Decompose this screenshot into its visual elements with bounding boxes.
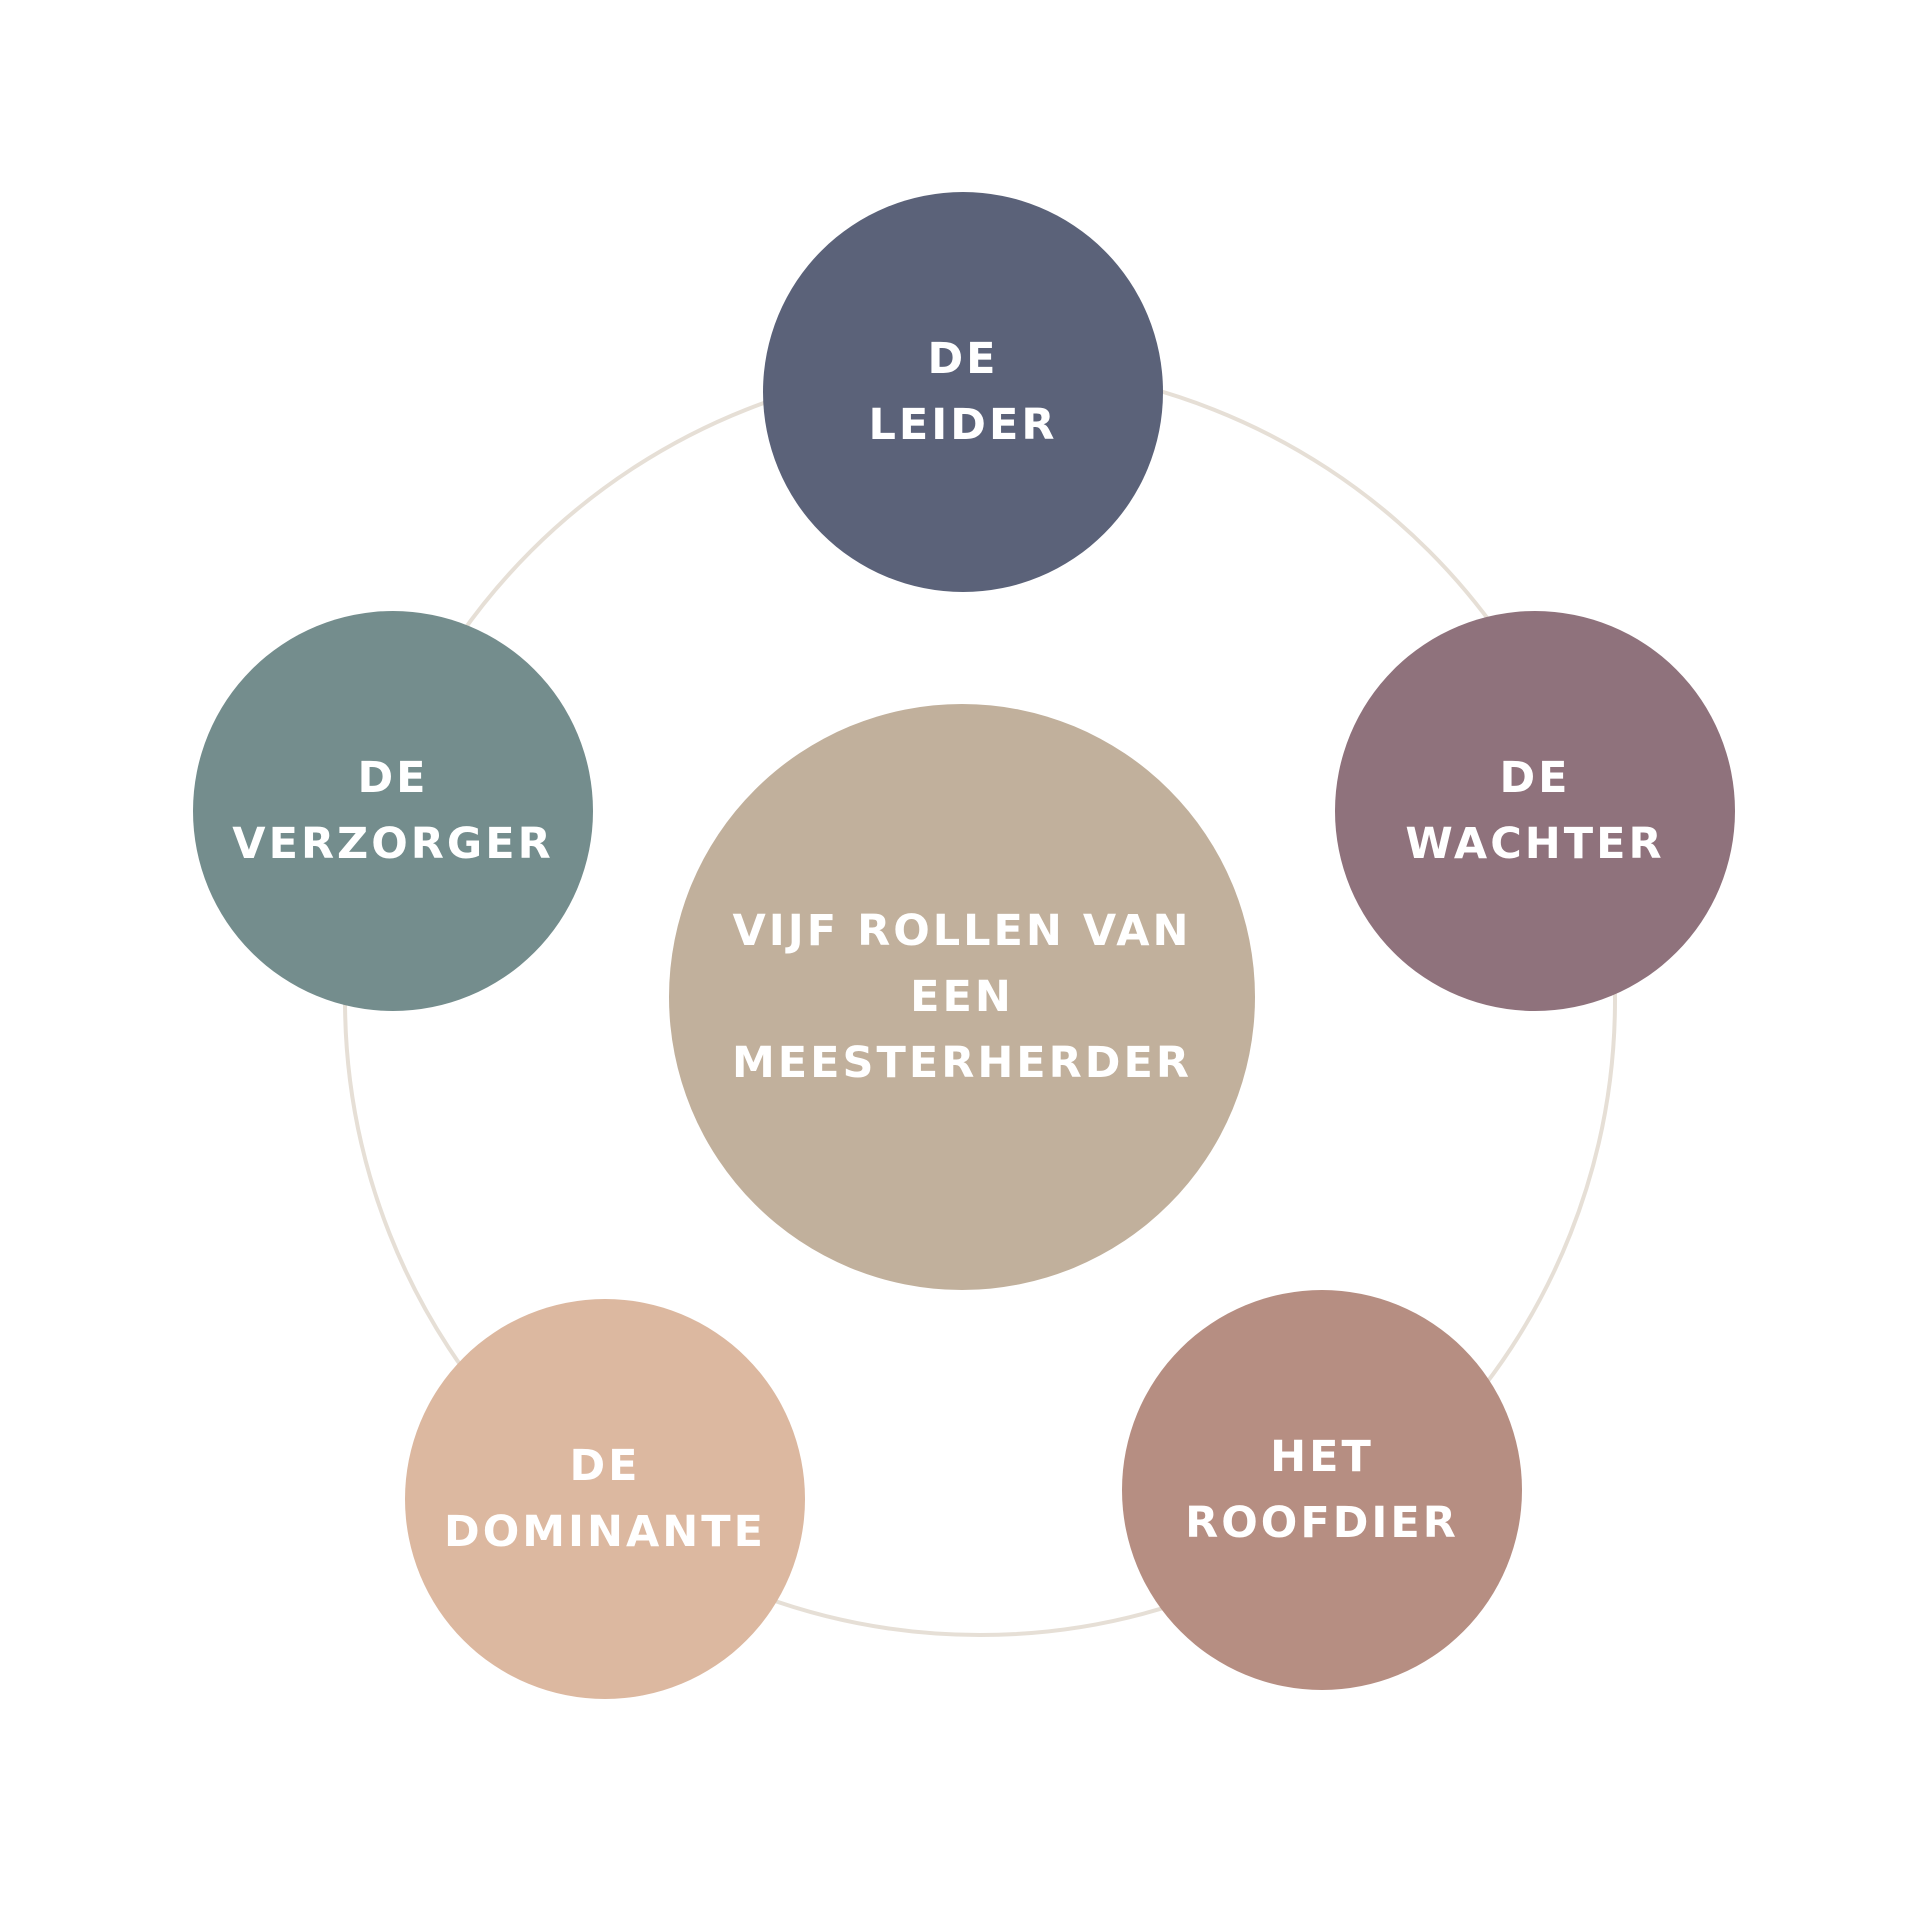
- role-circle-verzorger: DE VERZORGER: [193, 611, 593, 1011]
- role-circle-dominante: DE DOMINANTE: [405, 1299, 805, 1699]
- center-circle: VIJF ROLLEN VAN EEN MEESTERHERDER: [669, 704, 1255, 1290]
- role-label-verzorger: DE VERZORGER: [232, 753, 554, 869]
- role-circle-wachter: DE WACHTER: [1335, 611, 1735, 1011]
- role-circle-roofdier: HET ROOFDIER: [1122, 1290, 1522, 1690]
- center-label: VIJF ROLLEN VAN EEN MEESTERHERDER: [732, 906, 1192, 1088]
- role-label-leider: DE LEIDER: [868, 334, 1058, 450]
- role-circle-leider: DE LEIDER: [763, 192, 1163, 592]
- role-label-wachter: DE WACHTER: [1405, 753, 1665, 869]
- role-label-roofdier: HET ROOFDIER: [1185, 1432, 1459, 1548]
- role-label-dominante: DE DOMINANTE: [444, 1441, 766, 1557]
